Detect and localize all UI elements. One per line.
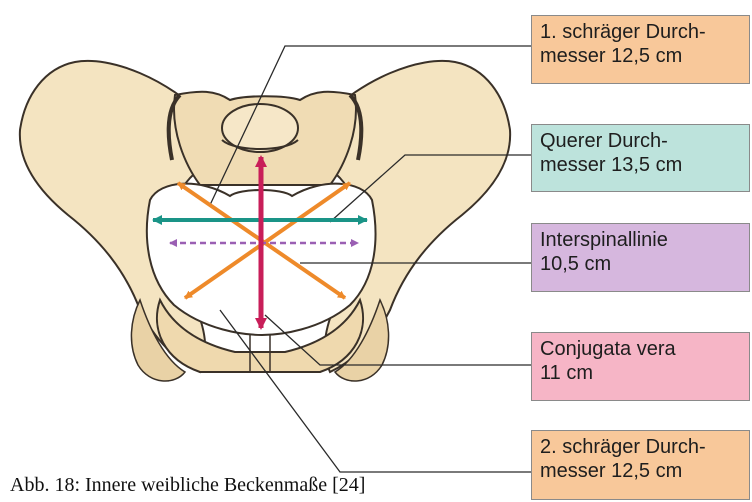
- label-line: messer 12,5 cm: [540, 44, 741, 68]
- label-line: Conjugata vera: [540, 337, 741, 361]
- label-oblique-diameter-2: 2. schräger Durch- messer 12,5 cm: [531, 430, 750, 500]
- label-oblique-diameter-1: 1. schräger Durch- messer 12,5 cm: [531, 15, 750, 84]
- label-line: messer 12,5 cm: [540, 459, 741, 483]
- label-line: 11 cm: [540, 361, 741, 385]
- figure-caption: Abb. 18: Innere weibliche Beckenmaße [24…: [10, 474, 365, 497]
- label-line: 2. schräger Durch-: [540, 435, 741, 459]
- label-line: Interspinallinie: [540, 228, 741, 252]
- label-line: 10,5 cm: [540, 252, 741, 276]
- label-transverse-diameter: Querer Durch- messer 13,5 cm: [531, 124, 750, 192]
- label-line: 1. schräger Durch-: [540, 20, 741, 44]
- label-line: messer 13,5 cm: [540, 153, 741, 177]
- label-conjugata-vera: Conjugata vera 11 cm: [531, 332, 750, 401]
- label-line: Querer Durch-: [540, 129, 741, 153]
- label-interspinal-line: Interspinallinie 10,5 cm: [531, 223, 750, 292]
